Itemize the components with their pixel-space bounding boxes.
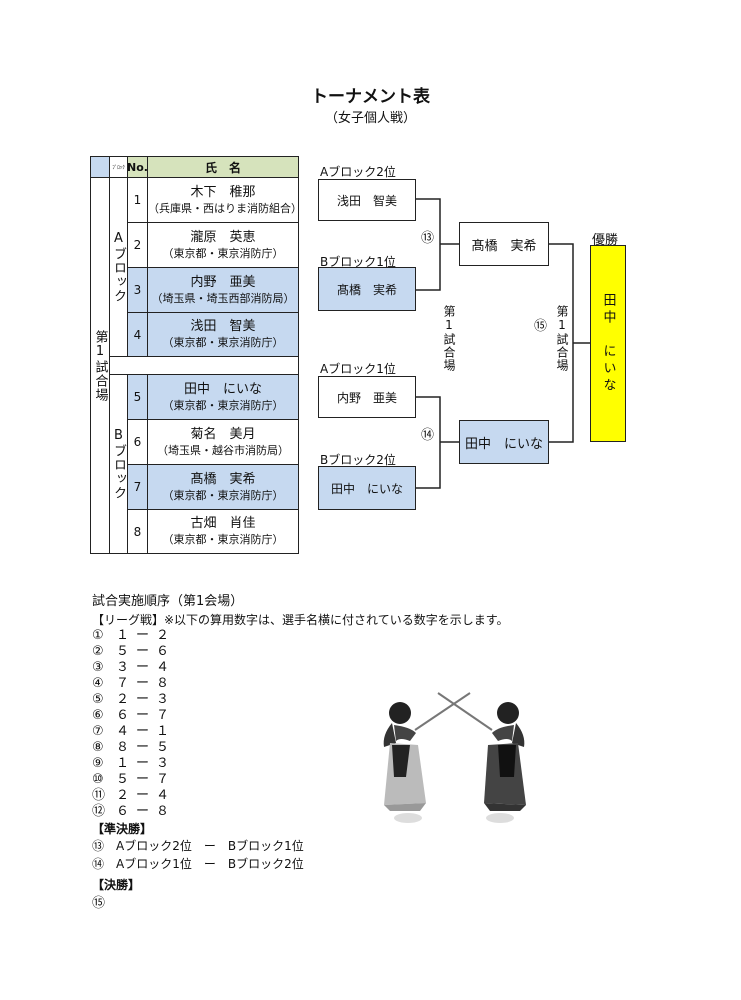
player-name: 古畑 肖佳 bbox=[190, 516, 256, 531]
player-affiliation: （兵庫県・西はりま消防組合） bbox=[148, 201, 302, 215]
player-affiliation: （埼玉県・埼玉西部消防局） bbox=[151, 291, 295, 305]
player-name: 髙橋 実希 bbox=[190, 471, 256, 487]
seed-box-a2: 浅田 智美 bbox=[318, 179, 416, 221]
seed-box-b2: 田中 にいな bbox=[318, 466, 416, 510]
venue-label-mid: 第1試合場 bbox=[442, 305, 456, 372]
player-name: 木下 稚那 bbox=[190, 184, 256, 200]
semi-title: 【準決勝】 bbox=[92, 822, 153, 836]
semi2-winner-box: 田中 にいな bbox=[459, 420, 549, 464]
player-affiliation: （埼玉県・越谷市消防局） bbox=[157, 443, 289, 457]
player-affiliation: （東京都・東京消防庁） bbox=[162, 488, 284, 502]
player-affiliation: （東京都・東京消防庁） bbox=[162, 246, 284, 260]
label-a2-top: Aブロック2位 bbox=[320, 165, 396, 179]
block-b-label: Bブロック bbox=[111, 428, 126, 500]
label-b2: Bブロック2位 bbox=[320, 453, 396, 467]
venue-label: 第1試合場 bbox=[92, 329, 108, 402]
seed-box-b1: 髙橋 実希 bbox=[318, 267, 416, 311]
player-name: 浅田 智美 bbox=[190, 319, 256, 334]
semi-item-1: ⑬ Aブロック2位 ー Bブロック1位 bbox=[92, 839, 304, 853]
champion-box: 田中 にいな bbox=[590, 245, 626, 442]
player-name: 瀧原 英恵 bbox=[190, 229, 256, 245]
semi-item-2: ⑭ Aブロック1位 ー Bブロック2位 bbox=[92, 857, 304, 871]
final-item: ⑮ bbox=[92, 896, 106, 911]
player-name: 菊名 美月 bbox=[190, 426, 256, 442]
seed-box-a1: 内野 亜美 bbox=[318, 376, 416, 418]
page-subtitle: （女子個人戦） bbox=[324, 111, 416, 126]
semi1-winner-box: 髙橋 実希 bbox=[459, 222, 549, 266]
league-note: 【リーグ戦】※以下の算用数字は、選手名横に付されている数字を示します。 bbox=[92, 613, 509, 627]
player-row: 菊名 美月 （埼玉県・越谷市消防局） bbox=[147, 419, 299, 465]
order-title: 試合実施順序（第1会場） bbox=[92, 594, 244, 609]
block-a-label: Aブロック bbox=[111, 231, 126, 303]
bracket-lines bbox=[416, 198, 590, 489]
player-row: 髙橋 実希 （東京都・東京消防庁） bbox=[147, 464, 299, 510]
final-title: 【決勝】 bbox=[92, 878, 141, 892]
player-name: 田中 にいな bbox=[183, 381, 262, 397]
page-title: トーナメント表 bbox=[311, 87, 430, 107]
player-row: 内野 亜美 （埼玉県・埼玉西部消防局） bbox=[147, 267, 299, 313]
label-b1: Bブロック1位 bbox=[320, 255, 396, 269]
player-row: 田中 にいな （東京都・東京消防庁） bbox=[147, 374, 299, 420]
champion-label: 優勝 bbox=[592, 233, 619, 248]
venue-label-right: 第1試合場 bbox=[555, 305, 569, 372]
kendo-illustration bbox=[383, 692, 526, 823]
player-row: 浅田 智美 （東京都・東京消防庁） bbox=[147, 312, 299, 357]
player-name: 内野 亜美 bbox=[190, 274, 256, 290]
player-affiliation: （東京都・東京消防庁） bbox=[162, 336, 284, 349]
champion-name: 田中 にいな bbox=[600, 292, 616, 395]
player-row: 古畑 肖佳 （東京都・東京消防庁） bbox=[147, 509, 299, 554]
match-15-label: ⑮ bbox=[534, 319, 548, 334]
player-affiliation: （東京都・東京消防庁） bbox=[162, 533, 284, 546]
match-14-label: ⑭ bbox=[421, 428, 435, 443]
label-a1: Aブロック1位 bbox=[320, 362, 396, 376]
header-name: 氏 名 bbox=[147, 156, 299, 178]
match-13-label: ⑬ bbox=[421, 231, 435, 246]
player-affiliation: （東京都・東京消防庁） bbox=[162, 398, 284, 412]
